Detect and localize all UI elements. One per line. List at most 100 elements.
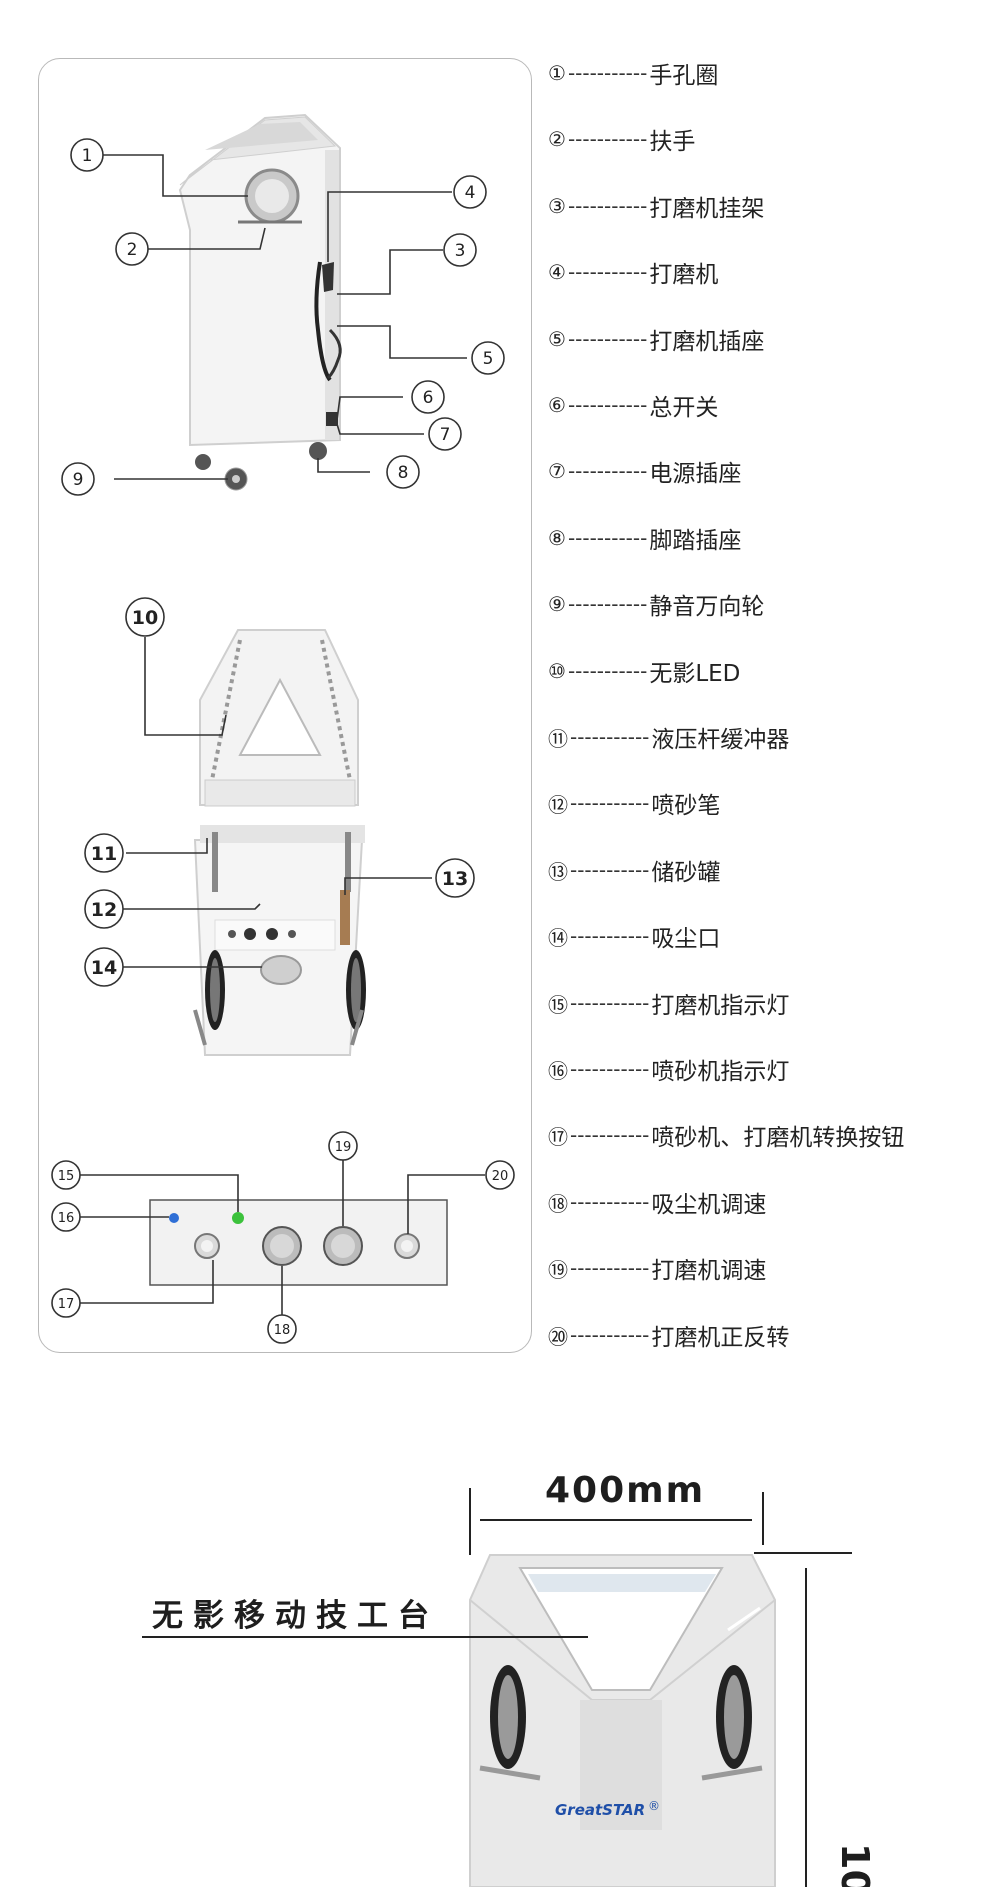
callout-8-num: 8 xyxy=(398,463,409,483)
legend-number: ⑳ xyxy=(548,1324,568,1349)
callout-12-num: 12 xyxy=(91,899,117,921)
legend-dashes: ----------- xyxy=(570,725,650,749)
callout-markers xyxy=(51,138,515,1344)
legend-dashes: ----------- xyxy=(570,1256,650,1280)
legend-item: ⑨-----------静音万向轮 xyxy=(548,589,765,620)
legend-dashes: ----------- xyxy=(567,659,648,683)
callout-15-num: 15 xyxy=(58,1169,75,1184)
callout-1 xyxy=(70,138,104,172)
legend-label: 吸尘口 xyxy=(651,926,721,952)
legend-dashes: ----------- xyxy=(570,858,650,882)
legend-label: 喷砂笔 xyxy=(651,793,721,819)
legend-item: ⑧-----------脚踏插座 xyxy=(548,523,742,554)
callout-19-num: 19 xyxy=(335,1140,352,1155)
callout-16 xyxy=(51,1202,81,1232)
legend-number: ⑬ xyxy=(548,859,568,884)
legend-number: ⑨ xyxy=(548,592,566,616)
legend-item: ⑪-----------液压杆缓冲器 xyxy=(548,722,790,753)
legend-number: ⑤ xyxy=(548,327,566,351)
legend-dashes: ----------- xyxy=(567,194,648,218)
callout-4 xyxy=(453,175,487,209)
callout-18-num: 18 xyxy=(274,1323,291,1338)
legend-number: ④ xyxy=(548,260,566,284)
callout-14-num: 14 xyxy=(91,957,117,979)
legend-dashes: ----------- xyxy=(567,260,648,284)
legend-item: ⑯-----------喷砂机指示灯 xyxy=(548,1054,790,1085)
callout-11 xyxy=(84,833,124,873)
legend-label: 喷砂机指示灯 xyxy=(651,1059,790,1085)
legend-dashes: ----------- xyxy=(567,459,648,483)
direction-button xyxy=(394,1233,420,1259)
legend-item: ⑫-----------喷砂笔 xyxy=(548,788,721,819)
legend-label: 电源插座 xyxy=(649,461,742,487)
callout-5-num: 5 xyxy=(483,349,494,369)
callout-4-num: 4 xyxy=(465,183,476,203)
callout-5 xyxy=(471,341,505,375)
legend-number: ③ xyxy=(548,194,566,218)
callout-2 xyxy=(115,232,149,266)
product-title: 无影移动技工台 xyxy=(152,1598,439,1634)
legend-dashes: ----------- xyxy=(567,592,648,616)
callout-20 xyxy=(485,1160,515,1190)
callout-17 xyxy=(51,1288,81,1318)
callout-7-num: 7 xyxy=(440,425,451,445)
callout-13 xyxy=(435,858,475,898)
legend-number: ⑥ xyxy=(548,393,566,417)
callout-9-num: 9 xyxy=(73,470,84,490)
vacuum-speed-knob xyxy=(262,1226,302,1266)
callout-lines-panel xyxy=(80,1160,485,1315)
legend-label: 脚踏插座 xyxy=(649,528,742,554)
callout-8 xyxy=(386,455,420,489)
callout-3 xyxy=(443,233,477,267)
legend-item: ⑰-----------喷砂机、打磨机转换按钮 xyxy=(548,1120,905,1151)
legend-number: ⑧ xyxy=(548,526,566,550)
legend-number: ⑱ xyxy=(548,1191,568,1216)
callout-14 xyxy=(84,947,124,987)
callout-12 xyxy=(84,889,124,929)
callout-13-num: 13 xyxy=(442,868,468,890)
workstation-front-view xyxy=(469,1554,776,1887)
legend-label: 液压杆缓冲器 xyxy=(651,727,790,753)
legend-item: ⑥-----------总开关 xyxy=(548,390,719,421)
legend-number: ⑦ xyxy=(548,459,566,483)
callout-19 xyxy=(328,1131,358,1161)
legend-dashes: ----------- xyxy=(570,1123,650,1147)
legend-dashes: ----------- xyxy=(570,791,650,815)
callout-lines-top xyxy=(103,154,467,480)
legend-item: ⑩-----------无影LED xyxy=(548,656,740,687)
legend-dashes: ----------- xyxy=(567,393,648,417)
legend-dashes: ----------- xyxy=(567,327,648,351)
legend-label: 打磨机指示灯 xyxy=(651,993,790,1019)
callout-lines-middle xyxy=(122,637,432,968)
brand-name: GreatSTAR xyxy=(555,1801,645,1819)
legend-dashes: ----------- xyxy=(570,1057,650,1081)
legend-label: 总开关 xyxy=(649,395,719,421)
callout-16-num: 16 xyxy=(58,1211,75,1226)
legend-number: ⑮ xyxy=(548,992,568,1017)
legend-label: 手孔圈 xyxy=(649,63,719,89)
legend-label: 喷砂机、打磨机转换按钮 xyxy=(651,1125,905,1151)
callout-18 xyxy=(267,1314,297,1344)
legend-item: ⑦-----------电源插座 xyxy=(548,456,742,487)
legend-number: ⑲ xyxy=(548,1257,568,1282)
brand-mark: ® xyxy=(648,1799,660,1813)
legend-item: ⑤-----------打磨机插座 xyxy=(548,324,764,355)
legend-dashes: ----------- xyxy=(567,127,648,151)
legend-item: ⑲-----------打磨机调速 xyxy=(548,1253,767,1284)
legend-number: ⑰ xyxy=(548,1124,568,1149)
legend-number: ⑪ xyxy=(548,726,568,751)
legend-dashes: ----------- xyxy=(570,924,650,948)
legend-item: ①-----------手孔圈 xyxy=(548,58,719,89)
legend-dashes: ----------- xyxy=(570,1323,650,1347)
callout-2-num: 2 xyxy=(127,240,138,260)
legend-label: 储砂罐 xyxy=(651,860,721,886)
legend-label: 静音万向轮 xyxy=(649,594,765,620)
control-panel xyxy=(149,1199,448,1286)
callout-11-num: 11 xyxy=(91,843,117,865)
legend-dashes: ----------- xyxy=(570,991,650,1015)
legend-item: ②-----------扶手 xyxy=(548,124,695,155)
legend-number: ① xyxy=(548,61,566,85)
legend-item: ⑮-----------打磨机指示灯 xyxy=(548,988,790,1019)
legend-label: 打磨机调速 xyxy=(651,1258,767,1284)
